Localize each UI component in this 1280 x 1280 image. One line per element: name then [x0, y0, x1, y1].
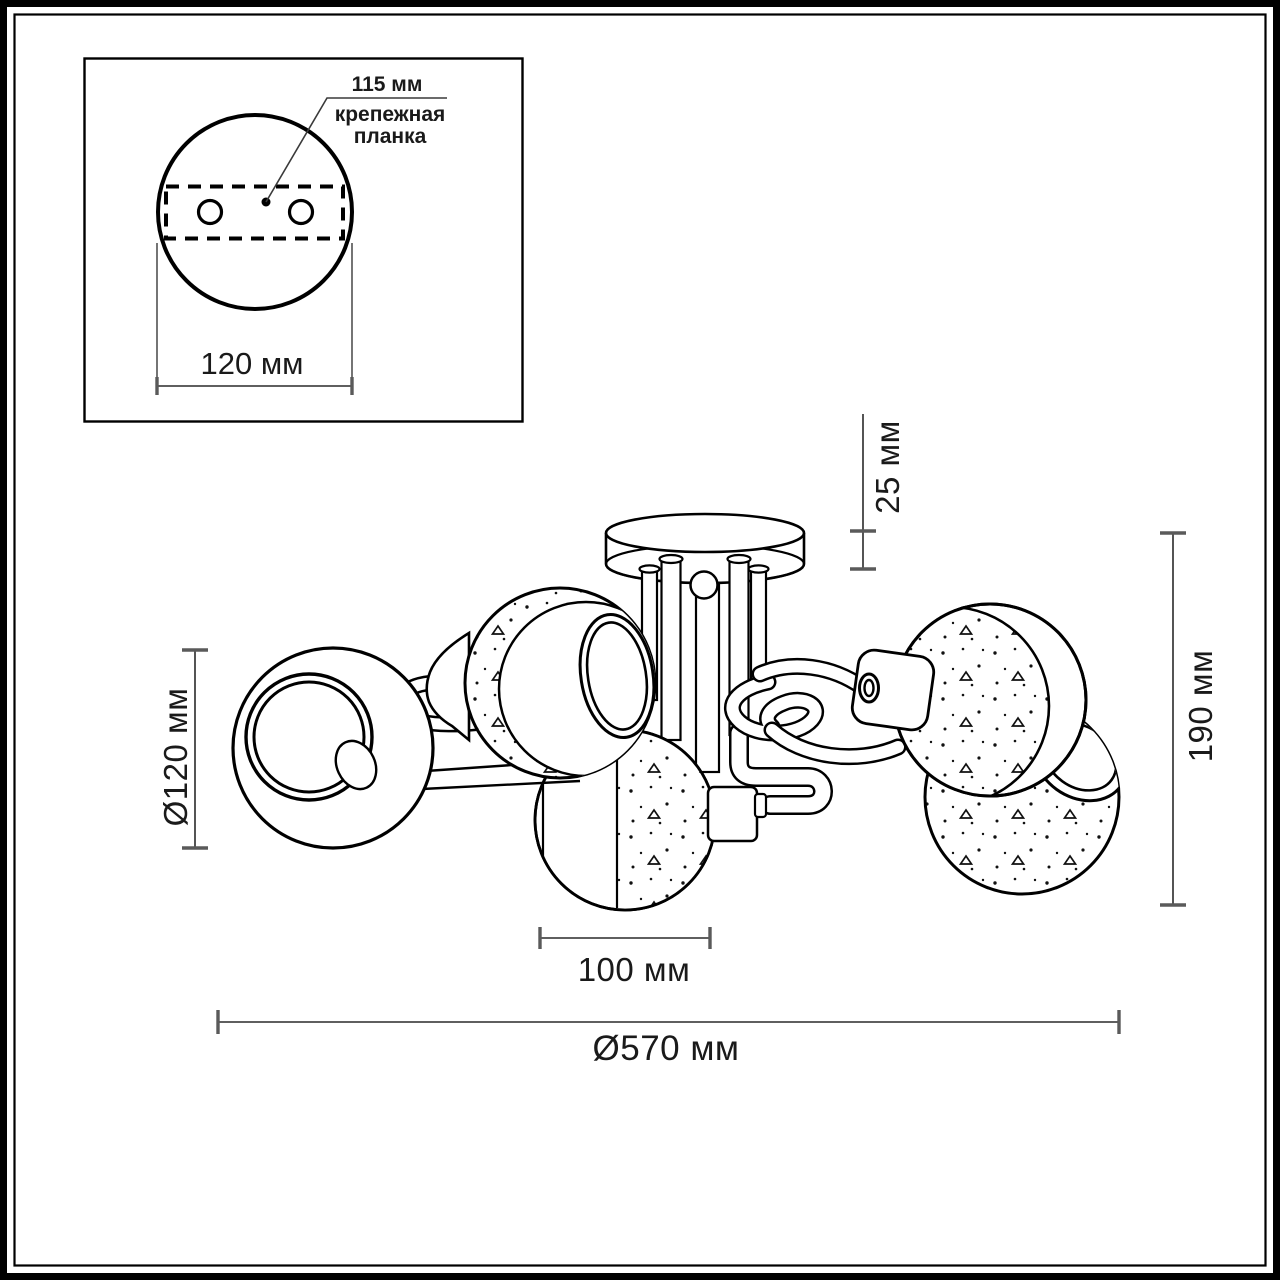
screw-hole-right — [287, 198, 315, 226]
center-knob — [689, 570, 719, 600]
left-shade-bulb — [334, 739, 378, 791]
dimension-shade-diameter: Ø120 мм — [157, 648, 208, 850]
canopy-height-label: 25 мм — [869, 420, 906, 514]
inset-dimension-120: 120 мм — [155, 243, 354, 395]
socket-ring — [858, 672, 880, 704]
left-shade — [231, 646, 435, 850]
hole-spacing-label: 115 мм — [352, 73, 423, 96]
mounting-bracket-dashed — [164, 184, 345, 241]
shade-diameter-label: Ø120 мм — [157, 688, 194, 827]
overall-height-label: 190 мм — [1182, 650, 1219, 763]
dimension-overall-height: 190 мм — [1160, 531, 1219, 907]
center-socket-tab — [753, 792, 768, 819]
upper-left-shade-opening — [578, 613, 656, 739]
center-socket-block — [706, 785, 759, 843]
arm-right-knot — [724, 657, 907, 766]
mounting-inset: 115 мм крепежная планка 120 мм — [83, 57, 524, 423]
bracket-label-line2: планка — [354, 125, 427, 148]
ceiling-base-circle — [156, 113, 354, 311]
dimension-overall-diameter: Ø570 мм — [216, 1010, 1121, 1068]
dimension-center-body-width: 100 мм — [538, 927, 712, 988]
screw-hole-left — [196, 198, 224, 226]
upper-left-shade-holder — [425, 630, 471, 743]
rod-center — [694, 583, 721, 774]
rod-2 — [660, 557, 682, 742]
overall-diameter-label: Ø570 мм — [593, 1029, 740, 1068]
dimension-canopy-height: 25 мм — [850, 414, 906, 571]
base-diameter-label: 120 мм — [201, 346, 304, 381]
upper-left-shade — [463, 586, 657, 780]
center-body-width-label: 100 мм — [578, 951, 691, 988]
chandelier-drawing — [231, 512, 1121, 912]
arm-u-tube — [729, 723, 833, 815]
bracket-label-line1: крепежная — [335, 103, 446, 126]
leader-line — [265, 97, 447, 203]
upper-right-socket — [850, 648, 936, 732]
